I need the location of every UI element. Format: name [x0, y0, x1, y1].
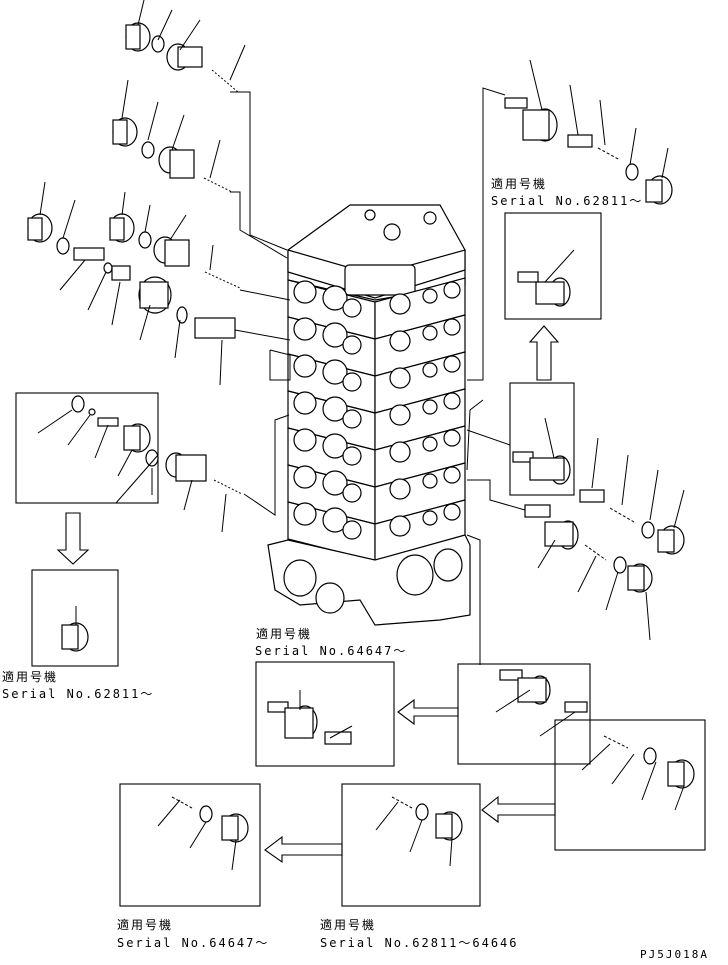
valve-section: [287, 462, 466, 525]
lower-insets: [119, 661, 706, 907]
right-middle-parts: [466, 437, 685, 665]
valve-section: [287, 277, 466, 340]
lower-left-inset: [31, 569, 119, 667]
serial-range-lower-left: Serial No.62811～: [2, 687, 155, 701]
control-valve-body: [267, 204, 471, 626]
serial-range-upper-right: Serial No.62811～: [491, 194, 644, 208]
valve-section: [287, 425, 466, 488]
serial-heading-jp-lower-left: 適用号機: [2, 670, 59, 684]
serial-range-bottom-left: Serial No.64647～: [117, 936, 270, 950]
valve-section: [287, 314, 466, 377]
valve-section: [287, 499, 466, 562]
valve-section: [287, 351, 466, 414]
serial-range-bottom-center: Serial No.62811～64646: [320, 936, 519, 950]
left-upper-parts: [27, 0, 291, 386]
serial-heading-jp-upper-right: 適用号機: [491, 177, 548, 191]
serial-range-center: Serial No.64647～: [255, 644, 408, 658]
serial-heading-jp-bottom-center: 適用号機: [320, 918, 377, 932]
valve-section: [287, 388, 466, 451]
left-inset-box: [15, 349, 291, 565]
right-upper-parts: [466, 59, 673, 496]
serial-heading-jp-center: 適用号機: [256, 627, 313, 641]
drawing-code: PJ5J018A: [640, 948, 709, 961]
serial-heading-jp-bottom-left: 適用号機: [117, 918, 174, 932]
